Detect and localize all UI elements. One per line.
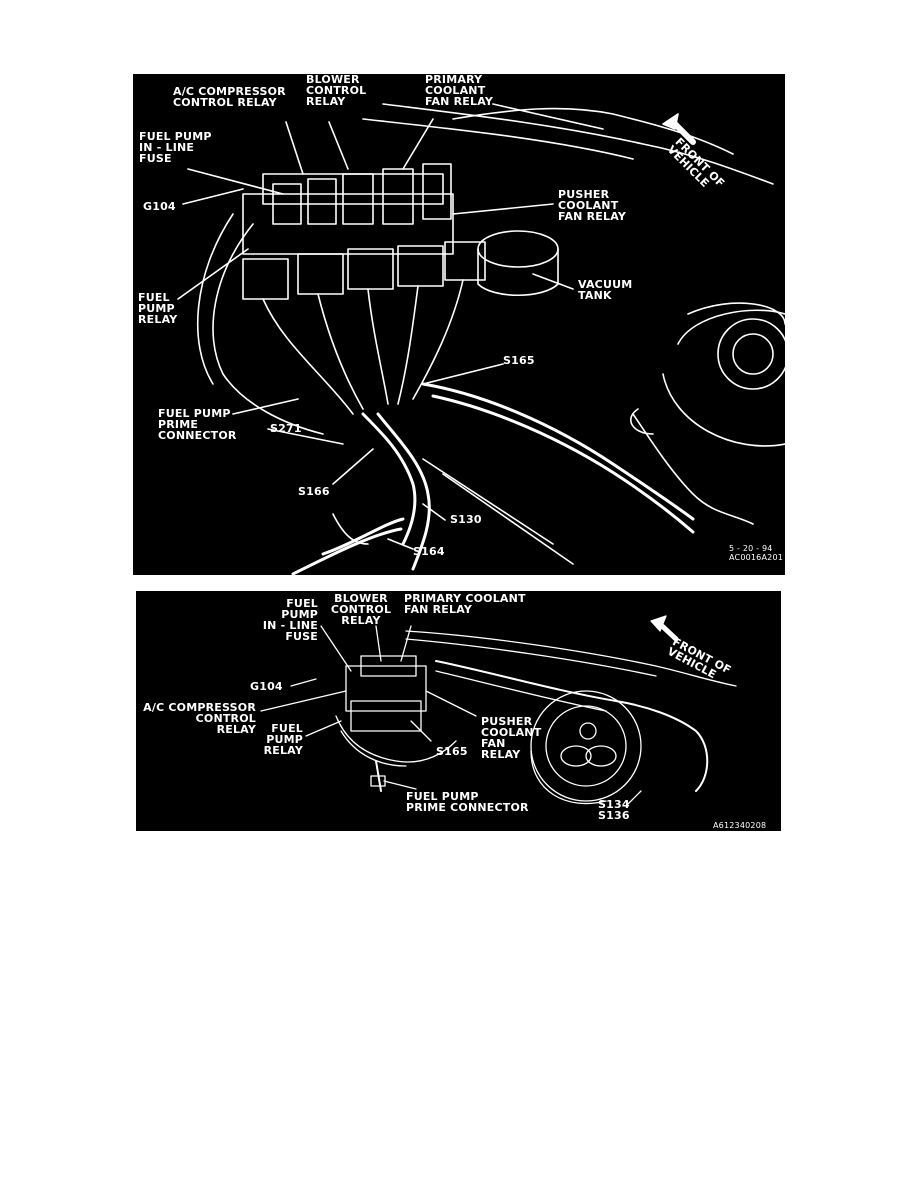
label-ac-compressor-relay: A/C COMPRESSOR CONTROL RELAY	[173, 85, 286, 109]
label-g104-b: G104	[250, 680, 283, 693]
label-pusher-coolant-fan-relay-b: PUSHER COOLANT FAN RELAY	[481, 715, 542, 761]
label-s130: S130	[450, 513, 482, 526]
label-pusher-coolant-fan-relay: PUSHER COOLANT FAN RELAY	[558, 188, 627, 223]
label-fuel-pump-inline-fuse-b: FUEL PUMP IN - LINE FUSE	[262, 597, 318, 643]
label-g104: G104	[143, 200, 176, 213]
label-primary-coolant-fan-relay-b: PRIMARY COOLANT FAN RELAY	[404, 592, 526, 616]
label-figure-code: A612340208	[713, 821, 767, 830]
label-primary-coolant-fan-relay: PRIMARY COOLANT FAN RELAY	[425, 74, 494, 108]
label-s166: S166	[298, 485, 330, 498]
label-s164: S164	[413, 545, 445, 558]
engine-compartment-diagram-bottom: FUEL PUMP IN - LINE FUSE BLOWER CONTROL …	[136, 591, 781, 831]
label-blower-control-relay-b: BLOWER CONTROL RELAY	[330, 592, 392, 627]
label-vacuum-tank: VACUUM TANK	[578, 278, 633, 302]
label-fuel-pump-prime-connector-b: FUEL PUMP PRIME CONNECTOR	[406, 790, 529, 814]
label-blower-control-relay: BLOWER CONTROL RELAY	[306, 74, 367, 108]
label-s165-b: S165	[436, 745, 468, 758]
relay-center-illustration-bottom	[260, 615, 737, 807]
engine-compartment-diagram-top: A/C COMPRESSOR CONTROL RELAY BLOWER CONT…	[133, 74, 785, 575]
label-date-code: 5 - 20 - 94 AC0016A201	[729, 544, 784, 562]
label-s134-s136: S134 S136	[598, 798, 630, 822]
label-fuel-pump-relay: FUEL PUMP RELAY	[138, 291, 178, 326]
label-s165: S165	[503, 354, 535, 367]
label-ac-compressor-relay-b: A/C COMPRESSOR CONTROL RELAY	[143, 701, 256, 736]
label-s271: S271	[270, 422, 302, 435]
label-fuel-pump-inline-fuse: FUEL PUMP IN - LINE FUSE	[139, 130, 212, 165]
label-fuel-pump-prime-connector: FUEL PUMP PRIME CONNECTOR	[158, 407, 237, 442]
relay-center-illustration-top	[177, 103, 785, 575]
label-fuel-pump-relay-b: FUEL PUMP RELAY	[263, 722, 303, 757]
